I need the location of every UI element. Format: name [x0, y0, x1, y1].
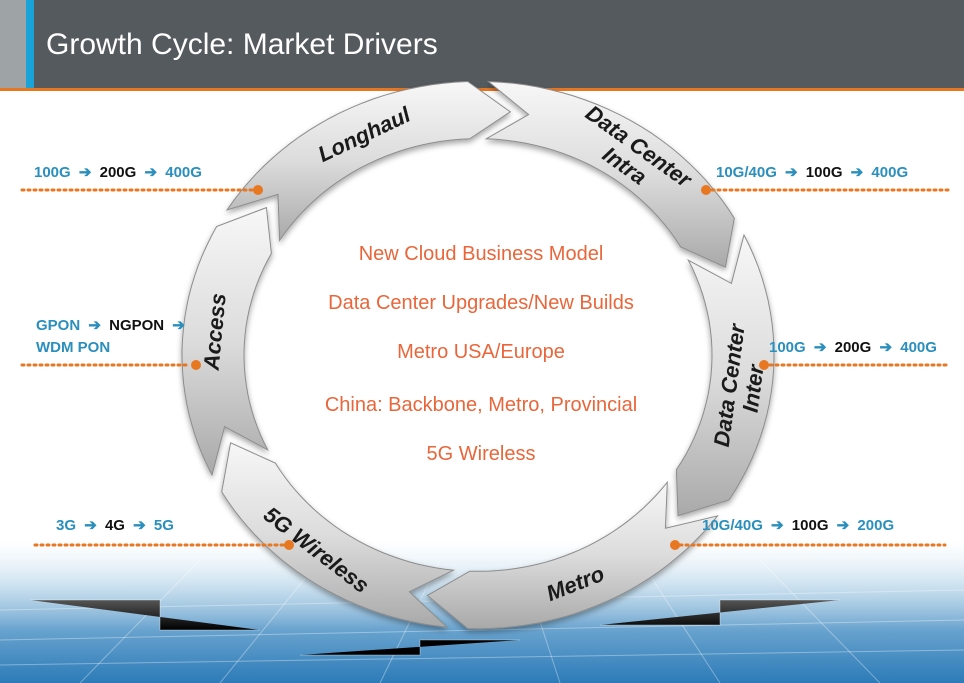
segment-longhaul [225, 80, 512, 242]
cycle-ring [181, 80, 775, 630]
segment-dc-intra [484, 80, 735, 268]
callout-access-line1: GPON ➔ NGPON ➔ [36, 317, 185, 334]
segment-dc-inter [675, 233, 775, 517]
center-line-metro: Metro USA/Europe [397, 341, 565, 363]
callout-access-line2: WDM PON [36, 339, 110, 356]
center-line-datacenter: Data Center Upgrades/New Builds [328, 292, 634, 314]
segment-metro [426, 480, 719, 630]
leader-dots [191, 185, 769, 550]
callout-metro: 10G/40G ➔ 100G ➔ 200G [702, 517, 894, 534]
callout-wireless: 3G ➔ 4G ➔ 5G [56, 517, 174, 534]
slide-header: Growth Cycle: Market Drivers [0, 0, 964, 88]
header-side-strip [0, 0, 26, 88]
segment-wireless [221, 442, 456, 628]
center-line-cloud: New Cloud Business Model [359, 243, 604, 265]
segment-access [181, 206, 272, 477]
header-accent-bar [26, 0, 34, 88]
center-line-china: China: Backbone, Metro, Provincial [325, 394, 637, 416]
header-divider [0, 88, 964, 91]
slide-title: Growth Cycle: Market Drivers [46, 28, 438, 61]
leader-lines [20, 188, 952, 547]
callout-longhaul: 100G ➔ 200G ➔ 400G [34, 164, 202, 181]
center-line-5g: 5G Wireless [427, 443, 536, 465]
callout-dc-intra: 10G/40G ➔ 100G ➔ 400G [716, 164, 908, 181]
callout-dc-inter: 100G ➔ 200G ➔ 400G [769, 339, 937, 356]
center-drivers: New Cloud Business Model Data Center Upg… [325, 243, 637, 465]
